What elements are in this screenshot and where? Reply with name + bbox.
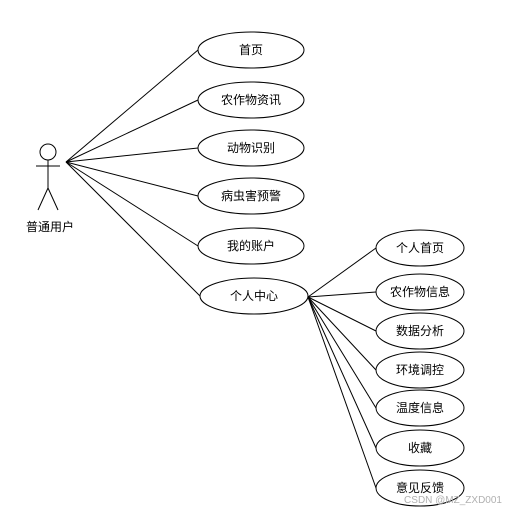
actor-associations [65,49,201,297]
assoc-pest-warning [65,161,199,197]
actor-right-leg [47,187,59,211]
use-case-label: 病虫害预警 [221,188,281,203]
assoc-personal-home [307,247,377,298]
assoc-home [65,49,199,163]
use-case-label: 环境调控 [396,362,444,377]
actor-left-leg [37,187,49,211]
use-case-pest-warning: 病虫害预警 [197,177,305,215]
use-case-label: 农作物资讯 [221,93,281,107]
assoc-feedback [307,296,377,489]
assoc-favorites [307,296,377,449]
use-case-animal-recognition: 动物识别 [197,129,305,167]
use-case-favorites: 收藏 [375,429,465,467]
use-case-label: 农作物信息 [390,284,450,299]
use-case-personal-center: 个人中心 [199,277,309,315]
actor-figure [36,143,60,211]
use-case-data-analysis: 数据分析 [375,312,465,350]
use-case-temperature-info: 温度信息 [375,389,465,427]
assoc-env-control [307,296,377,371]
use-case-personal-home: 个人首页 [375,229,465,267]
use-case-label: 首页 [239,43,263,57]
sub-associations [307,247,377,489]
use-case-label: 收藏 [408,441,432,455]
use-case-label: 我的账户 [227,238,275,253]
assoc-crop-info [307,291,377,298]
assoc-my-account [65,161,199,247]
use-case-my-account: 我的账户 [197,227,305,265]
use-case-label: 意见反馈 [396,480,444,495]
actor-head [39,143,57,161]
actor-label: 普通用户 [26,219,74,234]
use-case-label: 个人首页 [396,241,444,255]
use-case-env-control: 环境调控 [375,351,465,389]
use-case-home: 首页 [197,31,305,69]
watermark: CSDN @MZ_ZXD001 [404,495,502,506]
use-case-crop-news: 农作物资讯 [197,81,305,119]
assoc-personal-center [65,161,201,297]
assoc-crop-news [65,99,199,163]
assoc-temperature-info [307,296,377,409]
use-case-feedback: 意见反馈 [375,469,465,507]
use-case-label: 温度信息 [396,400,444,415]
assoc-animal-recognition [65,147,199,163]
use-case-crop-info: 农作物信息 [375,273,465,311]
use-case-label: 动物识别 [227,141,275,155]
use-case-label: 数据分析 [396,323,444,338]
assoc-data-analysis [307,296,377,332]
use-case-label: 个人中心 [230,288,278,303]
